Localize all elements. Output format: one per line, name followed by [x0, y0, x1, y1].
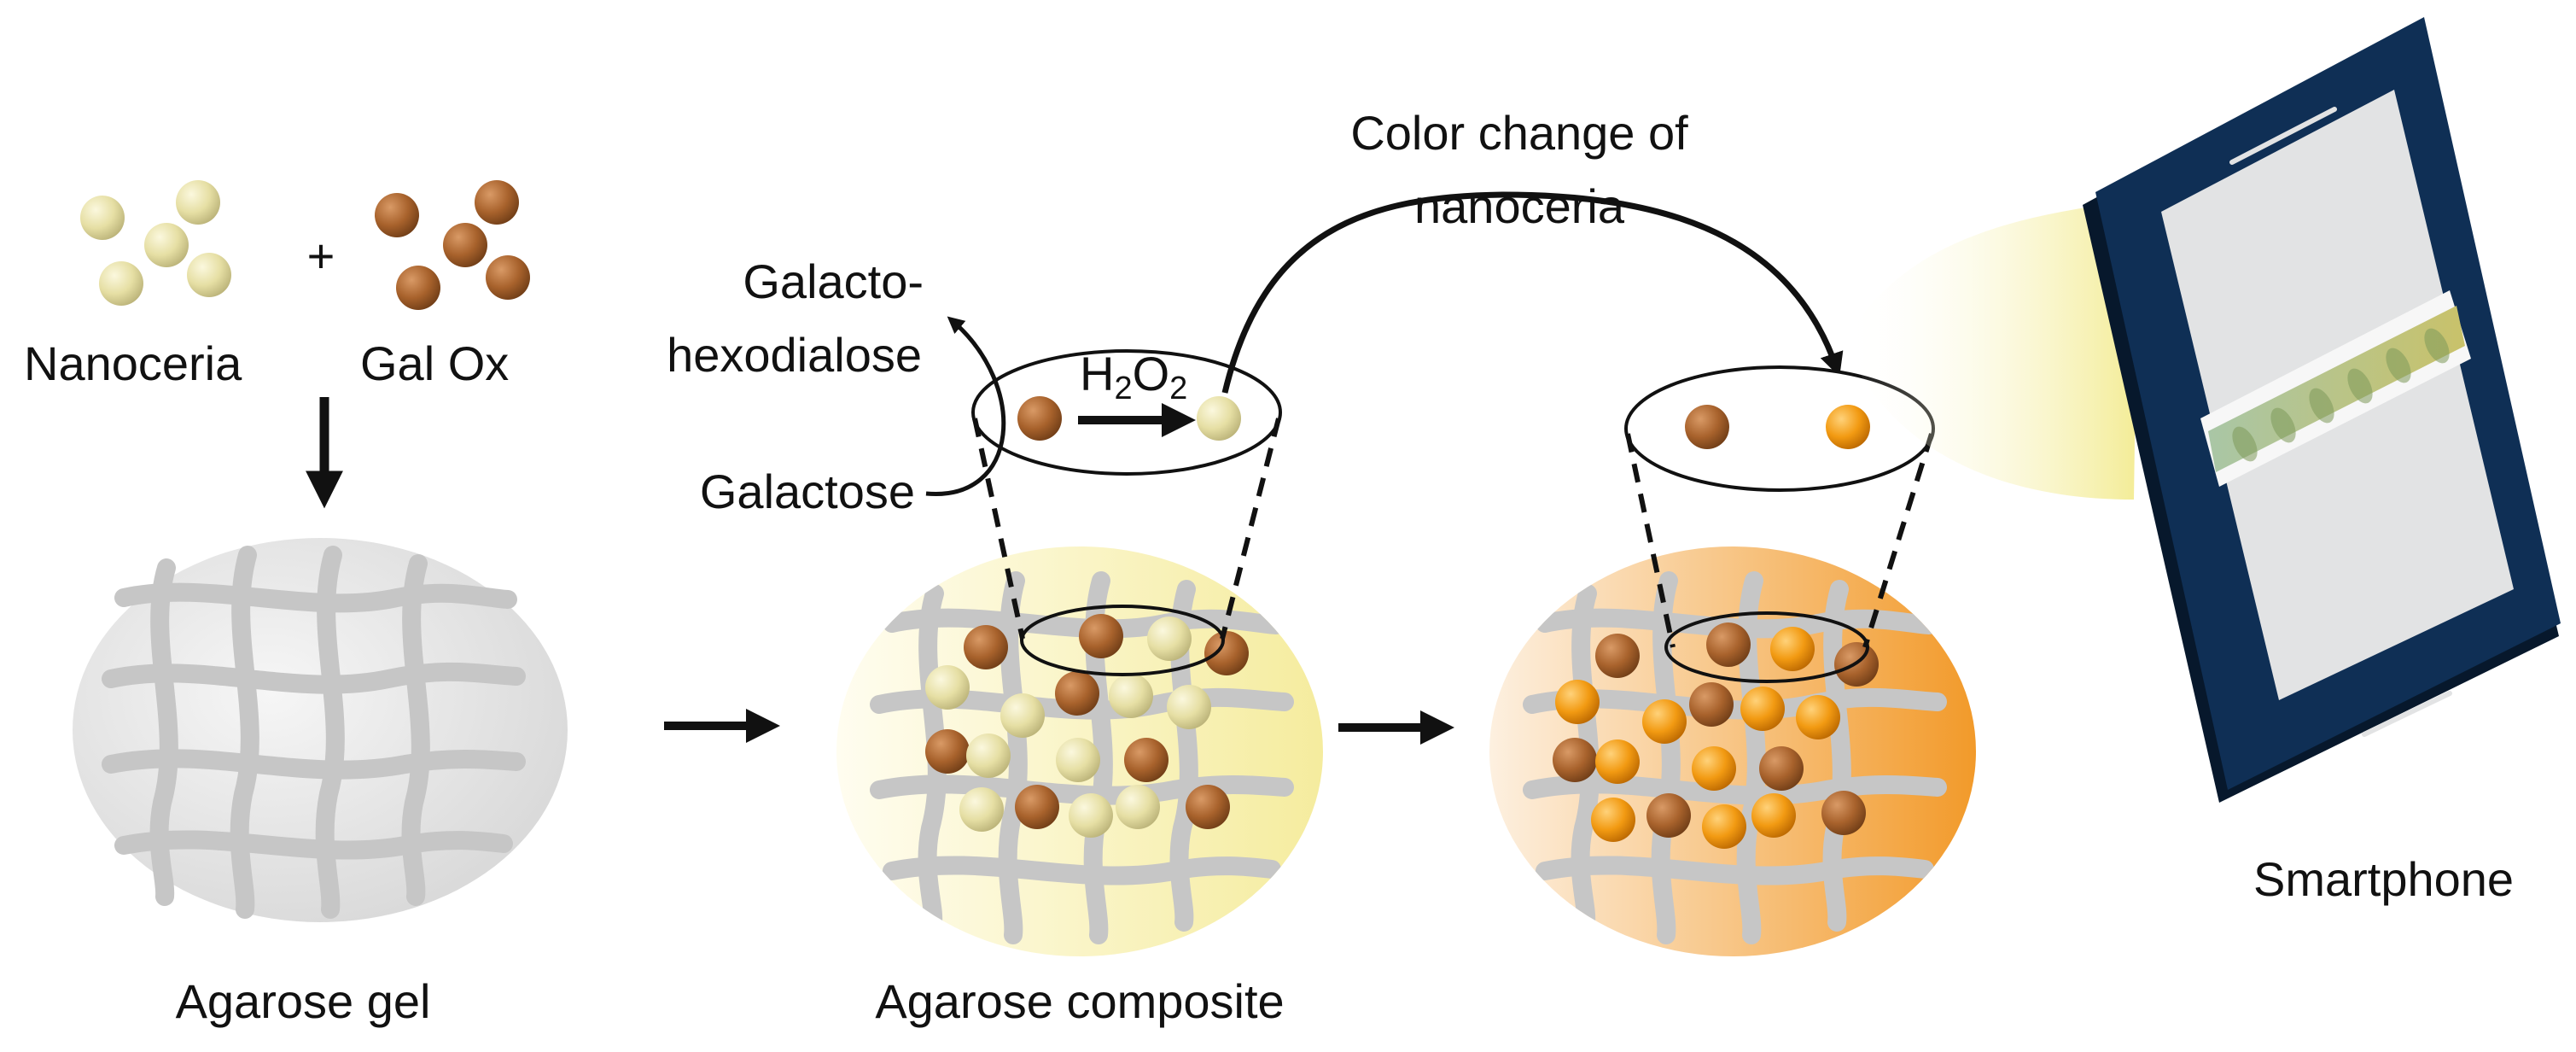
h2o2-subscript-2: 2 [1169, 371, 1188, 406]
agarose-composite-label: Agarose composite [875, 974, 1285, 1028]
color-change-arrow [1221, 191, 1844, 394]
light-beam [1844, 201, 2138, 500]
galacto-hexodialose-line2: hexodialose [667, 328, 922, 382]
h2o2-h: H [1080, 347, 1115, 400]
agarose-gel-label: Agarose gel [175, 974, 431, 1028]
h2o2-subscript-1: 2 [1114, 371, 1133, 406]
gal-ox-particles [375, 180, 530, 310]
plus-sign: + [306, 229, 335, 283]
h2o2-o: O [1132, 347, 1170, 400]
composite-particles [925, 614, 1249, 838]
color-change-line1: Color change of [1350, 106, 1688, 160]
smartphone-icon [2083, 17, 2561, 803]
galactose-conversion-arrow [925, 316, 1006, 496]
smartphone-label: Smartphone [2253, 852, 2515, 906]
h2o2-label: H2O2 [1080, 347, 1188, 406]
galacto-hexodialose-line1: Galacto- [743, 254, 924, 308]
nanoceria-label: Nanoceria [24, 336, 242, 390]
galactose-label: Galactose [699, 465, 915, 518]
agarose-composite [836, 546, 1323, 956]
zoom-view-1 [971, 349, 1282, 640]
oxidized-composite [1489, 546, 1976, 956]
nanoceria-particles [80, 180, 231, 306]
gal-ox-label: Gal Ox [360, 336, 510, 390]
agarose-gel [73, 538, 568, 922]
oxidized-particles [1553, 622, 1879, 849]
color-change-line2: nanoceria [1414, 179, 1624, 233]
